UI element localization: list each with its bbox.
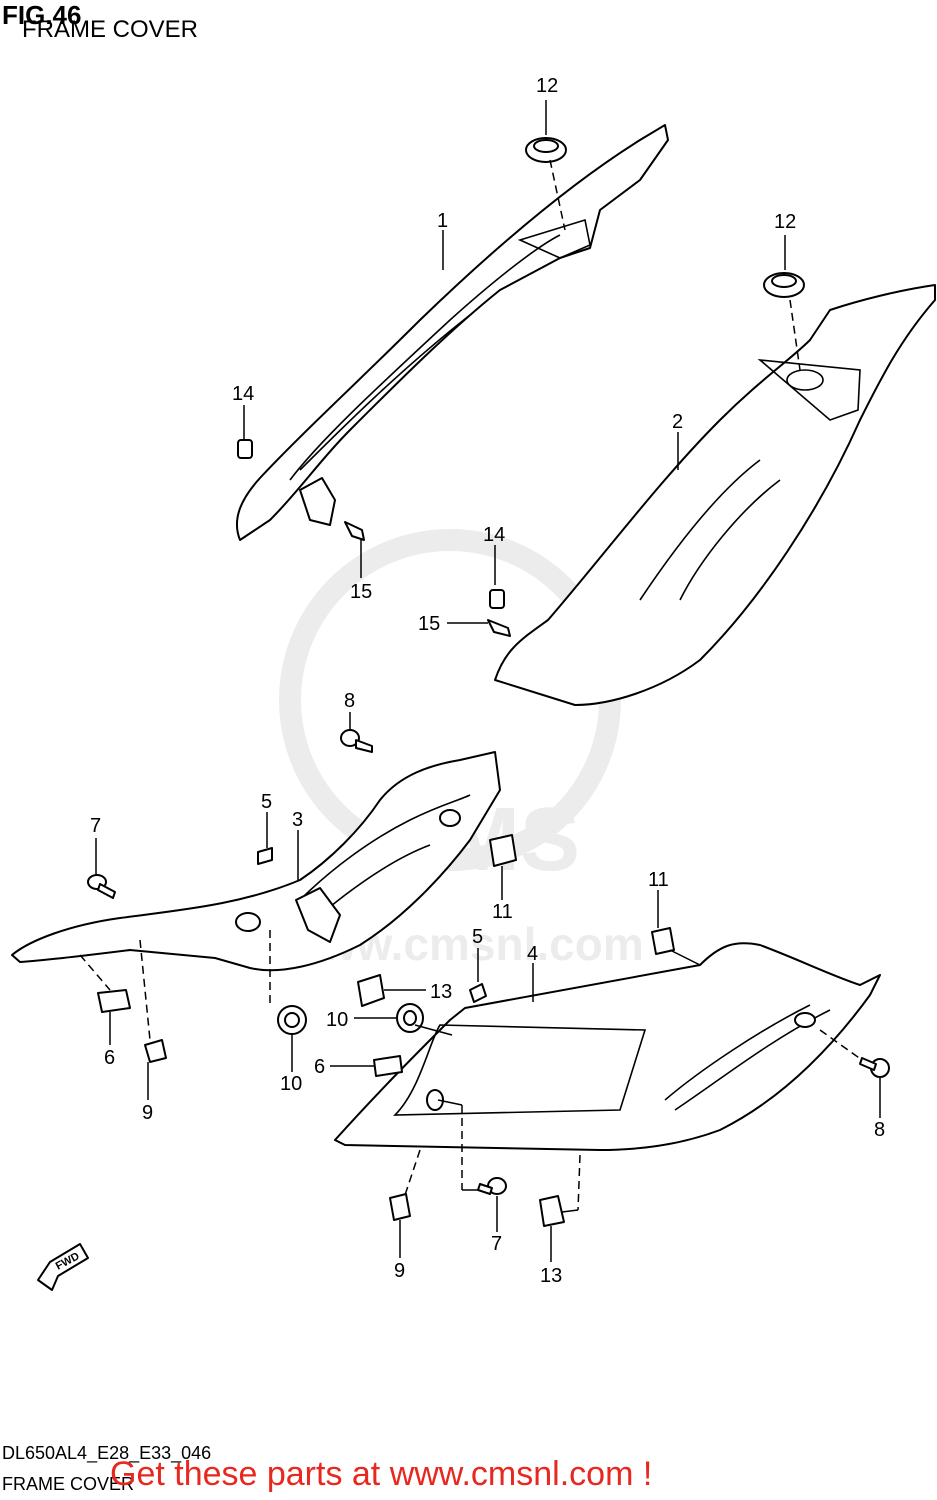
callout-11-right: 11 [648,869,669,891]
part-12-grommet-top[interactable] [525,137,567,163]
part-5-spacer-upper[interactable] [257,847,273,865]
callout-1: 1 [437,210,448,232]
part-13-cushion-center[interactable] [357,974,385,1007]
forward-direction-badge: FWD [37,1243,89,1291]
part-14-clip-lower[interactable] [489,589,505,609]
part-1-frame-cover-upper-left[interactable] [235,124,669,541]
callout-4: 4 [527,943,538,965]
callout-5-upper: 5 [261,791,272,813]
callout-15-upper: 15 [350,581,372,603]
part-10-grommet-left[interactable] [277,1005,307,1035]
callout-5-lower: 5 [472,926,483,948]
callout-6-right: 6 [314,1056,325,1078]
part-8-bolt-right[interactable] [859,1057,890,1078]
part-7-screw-lower[interactable] [477,1177,507,1195]
part-6-cushion-left[interactable] [97,989,131,1013]
leader-lines [79,100,881,1262]
callout-15-lower: 15 [418,613,440,635]
callout-8-right: 8 [874,1119,885,1141]
callout-13-center: 13 [430,981,452,1003]
page-title: FRAME COVER [22,16,199,43]
part-4-frame-cover-lower-right[interactable] [334,942,881,1151]
callout-12-top: 12 [536,75,558,97]
callout-3: 3 [292,809,303,831]
figure-label: FIG.46 [2,0,82,30]
part-11-damper-right[interactable] [651,927,675,955]
callout-12-right: 12 [774,211,796,233]
callout-7-left: 7 [90,815,101,837]
part-13-cushion-lower[interactable] [539,1195,565,1227]
part-10-grommet-right[interactable] [396,1003,424,1033]
callout-9-lower: 9 [394,1260,405,1282]
callout-7-lower: 7 [491,1233,502,1255]
part-9-nut-left[interactable] [144,1039,167,1063]
callout-14-upper: 14 [232,383,254,405]
part-15-screw-upper[interactable] [344,521,365,541]
part-9-nut-lower[interactable] [389,1193,411,1221]
footer-title: FRAME COVER [2,1474,135,1494]
part-3-frame-cover-lower-left[interactable] [11,751,501,972]
callout-10-left: 10 [280,1073,302,1095]
part-6-cushion-right[interactable] [373,1055,403,1077]
part-2-frame-cover-upper-right[interactable] [494,284,936,706]
part-14-clip-upper[interactable] [237,439,253,459]
part-8-bolt-upper[interactable] [340,729,373,753]
callout-9-left: 9 [142,1102,153,1124]
part-11-damper-upper[interactable] [489,834,517,867]
callout-13-lower: 13 [540,1265,562,1287]
drawing-code: DL650AL4_E28_E33_046 [2,1443,212,1463]
callout-10-center: 10 [326,1009,348,1031]
callout-6-left: 6 [104,1047,115,1069]
part-5-spacer-lower[interactable] [469,983,487,1003]
part-12-grommet-right[interactable] [763,272,805,298]
callout-2: 2 [672,411,683,433]
part-15-screw-lower[interactable] [487,619,511,637]
callout-11-upper: 11 [492,901,513,923]
promo-link[interactable]: Get these parts at www.cmsnl.com ! [110,1455,653,1493]
part-7-screw-left[interactable] [87,874,116,899]
callout-8-upper: 8 [344,690,355,712]
callout-14-lower: 14 [483,524,505,546]
